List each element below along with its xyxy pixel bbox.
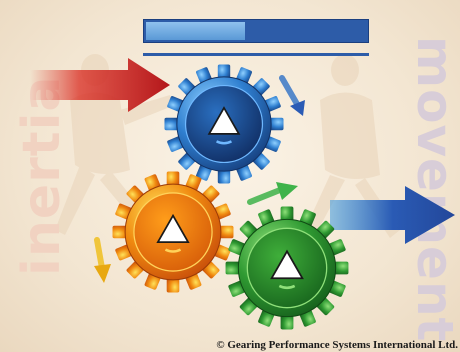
red-arrow-icon	[30, 58, 170, 112]
play-triangle-icon	[156, 213, 190, 243]
play-triangle-icon	[207, 106, 241, 135]
copyright-text: © Gearing Performance Systems Internatio…	[216, 339, 458, 351]
progress-fill	[146, 22, 245, 40]
progress-bar	[143, 19, 369, 43]
small-green-arrow-icon	[247, 182, 298, 205]
blue-gear-icon	[162, 62, 286, 186]
blue-arrow-icon	[330, 186, 455, 244]
play-triangle-icon	[270, 249, 304, 280]
small-yellow-arrow-icon	[94, 237, 111, 283]
orange-gear-icon	[110, 169, 236, 295]
green-gear-icon	[223, 204, 351, 332]
divider-line	[143, 53, 369, 56]
small-blue-arrow-icon	[279, 75, 305, 116]
